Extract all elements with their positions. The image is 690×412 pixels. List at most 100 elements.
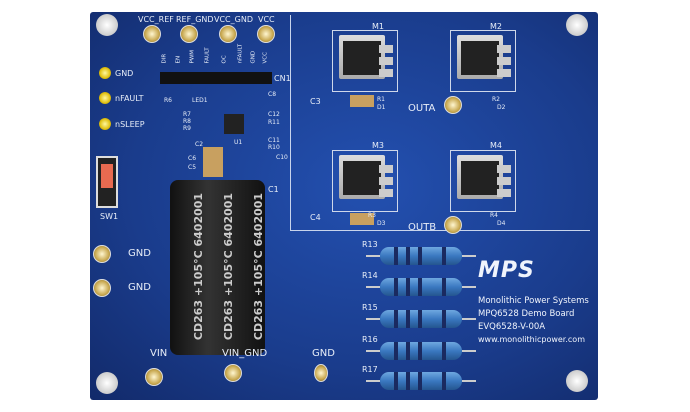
resistor-label: R15 [362,303,378,312]
header-pin-label: EN [175,55,182,64]
ic-u1 [224,114,244,134]
capacitor-small [203,147,223,177]
test-point-vcc[interactable] [257,25,275,43]
terminal-gnd-1[interactable] [93,245,111,263]
component-label: R11 [268,119,280,126]
component-label: U1 [234,139,243,146]
resistor-r17 [366,372,476,390]
component-label: D1 [377,104,386,111]
test-point-nfault[interactable] [99,92,111,104]
test-point-ref-gnd[interactable] [180,25,198,43]
tp-label: VCC_REF [138,15,174,24]
component-label: R10 [268,144,280,151]
terminal-vin[interactable] [145,368,163,386]
terminal-vin-gnd[interactable] [224,364,242,382]
tp-label: VCC [258,15,275,24]
component-label: R1 [377,96,385,103]
switch-sw1[interactable] [96,156,118,208]
test-point-nsleep[interactable] [99,118,111,130]
component-label: C6 [188,155,197,162]
tp-label: nFAULT [115,94,144,103]
header-pin-label: VCC [262,52,269,64]
terminal-label: VIN_GND [222,348,268,359]
component-label: C5 [188,164,197,171]
resistor-r16 [366,342,476,360]
component-label: R2 [492,96,500,103]
component-label: C8 [268,91,277,98]
terminal-label: GND [128,248,151,259]
mps-logo: MPS [478,258,535,283]
component-label: C4 [310,213,321,222]
header-pin-label: FAULT [204,47,211,64]
output-label: OUTA [408,103,436,114]
info-line: MPQ6528 Demo Board [478,309,575,319]
resistor-label: R17 [362,365,378,374]
mosfet-label: M2 [490,22,502,31]
tp-label: VCC_GND [214,15,253,24]
resistor-label: R14 [362,271,378,280]
info-line: EVQ6528-V-00A [478,322,546,332]
cap-label: C1 [268,185,279,194]
component-label: D3 [377,220,386,227]
corner-spacer [96,14,118,36]
mosfet-m4 [450,150,516,212]
tp-label: REF_GND [176,15,214,24]
terminal-label: GND [312,348,335,359]
mosfet-label: M3 [372,141,384,150]
resistor-r14 [366,278,476,296]
capacitor-c3 [350,95,374,107]
terminal-outa[interactable] [444,96,462,114]
header-label: CN1 [274,74,291,83]
header-pin-label: DIR [161,53,168,64]
switch-label: SW1 [100,212,119,221]
header-pin-label: OC [221,55,228,64]
resistor-r15 [366,310,476,328]
info-line: Monolithic Power Systems [478,296,589,306]
test-point-gnd[interactable] [99,67,111,79]
component-label: D2 [497,104,506,111]
capacitor-c1: CD263 +105°C 6402001 CD263 +105°C 640200… [170,180,265,355]
mosfet-m2 [450,30,516,92]
component-label: C2 [195,141,204,148]
mosfet-label: M1 [372,22,384,31]
component-label: R6 [164,97,172,104]
tp-label: GND [115,69,134,78]
divider [290,230,590,231]
terminal-outb[interactable] [444,216,462,234]
mosfet-label: M4 [490,141,502,150]
capacitor-c4 [350,213,374,225]
component-label: LED1 [192,97,208,104]
terminal-gnd[interactable] [314,364,328,382]
component-label: R3 [368,212,376,219]
header-pin-label: PWM [189,49,196,64]
component-label: C12 [268,111,280,118]
component-label: C11 [268,137,280,144]
mosfet-m1 [332,30,398,92]
corner-spacer [566,370,588,392]
output-label: OUTB [408,222,437,233]
component-label: R8 [183,118,191,125]
terminal-gnd-2[interactable] [93,279,111,297]
mosfet-m3 [332,150,398,212]
divider [290,15,291,230]
component-label: R7 [183,111,191,118]
component-label: R4 [490,212,498,219]
component-label: C3 [310,97,321,106]
resistor-label: R13 [362,240,378,249]
pin-header[interactable] [160,72,272,84]
terminal-label: VIN [150,348,168,359]
test-point-vcc-gnd[interactable] [219,25,237,43]
resistor-label: R16 [362,335,378,344]
resistor-r13 [366,247,476,265]
component-label: D4 [497,220,506,227]
component-label: C10 [276,154,288,161]
header-pin-label: nFAULT [237,43,244,64]
corner-spacer [566,14,588,36]
header-pin-label: GND [250,50,257,64]
terminal-label: GND [128,282,151,293]
info-line: www.monolithicpower.com [478,335,585,344]
corner-spacer [96,372,118,394]
component-label: R9 [183,125,191,132]
tp-label: nSLEEP [115,120,145,129]
test-point-vcc-ref[interactable] [143,25,161,43]
